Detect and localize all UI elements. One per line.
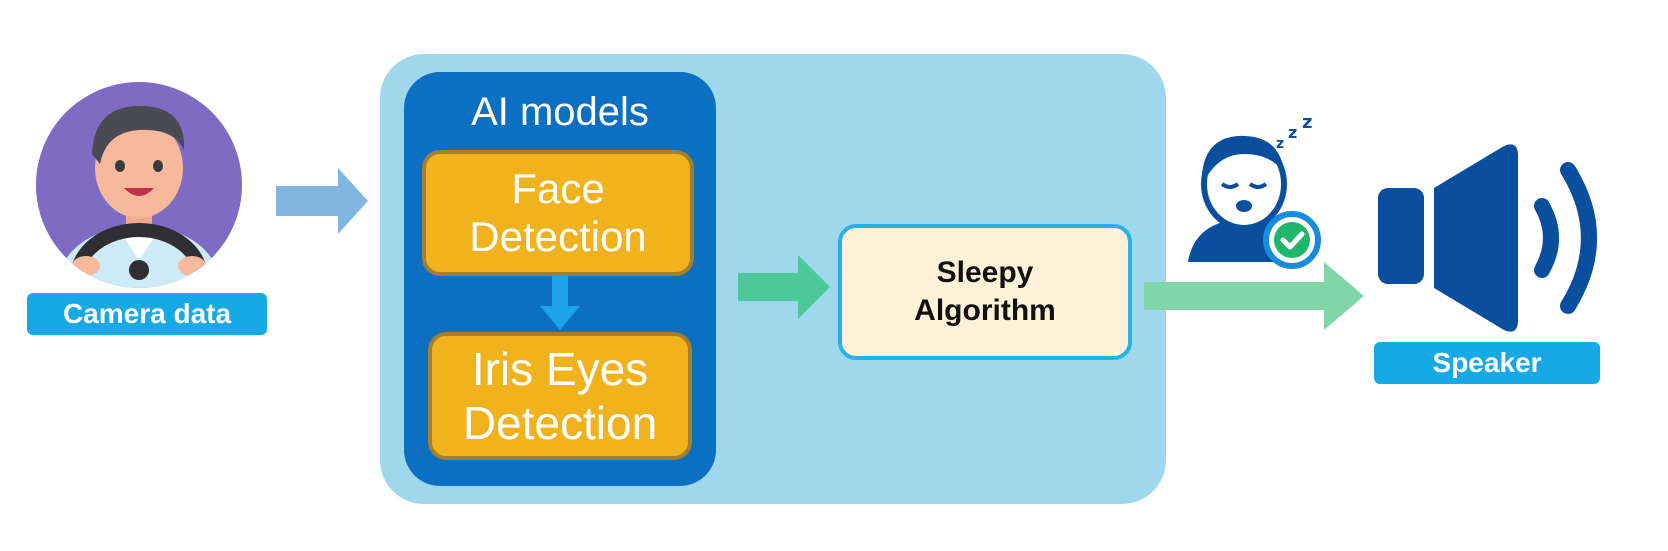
sleepy-algorithm-box: Sleepy Algorithm	[838, 224, 1132, 360]
sleeping-person-check-icon: z z z	[1188, 118, 1321, 269]
driver-at-wheel-icon	[36, 82, 242, 288]
arrow-right-icon	[1144, 262, 1364, 330]
face-detection-line-1: Face	[511, 165, 605, 212]
svg-text:z: z	[1302, 118, 1312, 133]
sleepy-algorithm-line-2: Algorithm	[914, 294, 1056, 327]
speaker-icon	[1378, 144, 1597, 332]
ai-models-title: AI models	[471, 90, 649, 134]
face-detection-line-2: Detection	[469, 213, 647, 260]
camera-data-label: Camera data	[27, 293, 267, 335]
iris-detection-line-1: Iris Eyes	[471, 343, 649, 395]
arrow-down-icon	[540, 276, 580, 330]
sleepy-algorithm-line-1: Sleepy	[936, 256, 1034, 289]
iris-detection-line-2: Detection	[462, 397, 658, 449]
face-detection-box: Face Detection	[422, 150, 694, 276]
arrow-right-icon	[276, 168, 368, 234]
svg-text:z: z	[1276, 136, 1284, 152]
speaker-label: Speaker	[1374, 342, 1600, 384]
arrow-right-icon	[738, 255, 830, 319]
iris-eyes-detection-box: Iris Eyes Detection	[428, 332, 692, 460]
svg-text:z: z	[1288, 123, 1297, 142]
